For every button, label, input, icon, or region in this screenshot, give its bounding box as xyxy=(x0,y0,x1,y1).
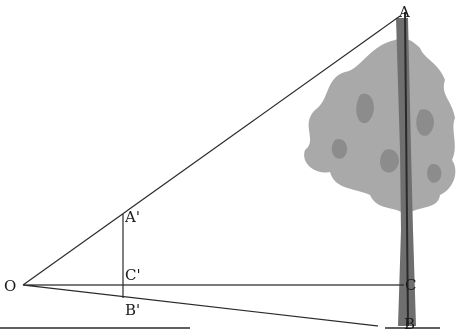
label-A-prime: A' xyxy=(124,208,140,226)
line-O-A xyxy=(22,15,401,286)
label-C-prime: C' xyxy=(125,266,141,284)
label-O: O xyxy=(4,277,16,295)
tree-illustration xyxy=(304,11,456,327)
label-B-prime: B' xyxy=(125,301,140,319)
construction-lines xyxy=(0,15,440,329)
line-O-B xyxy=(22,284,379,327)
point-labels: A A' C' B' O C B xyxy=(4,3,416,331)
label-A: A xyxy=(398,3,410,21)
label-B: B xyxy=(404,315,415,331)
tree-canopy xyxy=(304,38,456,215)
label-C: C xyxy=(405,276,416,294)
tree-trunk-edge xyxy=(404,11,409,327)
